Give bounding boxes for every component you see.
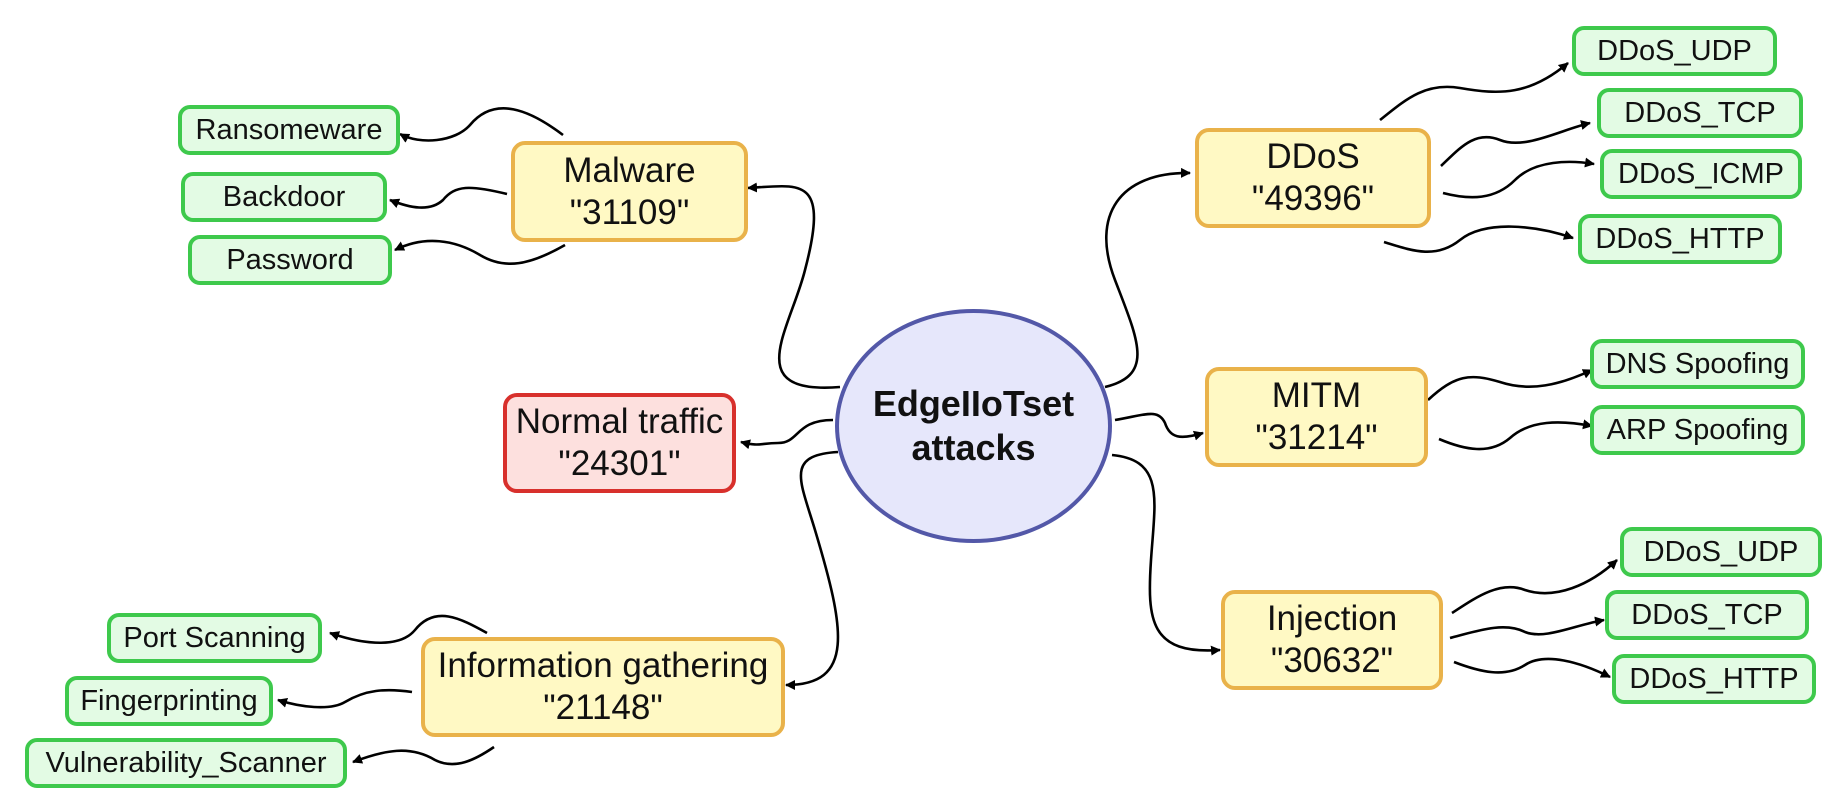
leaf-label: DDoS_ICMP bbox=[1618, 158, 1784, 190]
edge-injection-tcp bbox=[1449, 616, 1605, 640]
leaf-password: Password bbox=[188, 235, 392, 285]
leaf-ddos-tcp: DDoS_TCP bbox=[1597, 88, 1803, 138]
edge-malware-ransomeware bbox=[399, 107, 564, 143]
edge-ddos-udp bbox=[1379, 62, 1569, 122]
edge-mitm-arp bbox=[1438, 419, 1593, 451]
edge-malware-backdoor bbox=[389, 186, 508, 209]
edge-center-malware bbox=[747, 182, 841, 389]
category-malware: Malware "31109" bbox=[511, 141, 748, 242]
leaf-label: Port Scanning bbox=[123, 622, 306, 654]
category-ddos: DDoS "49396" bbox=[1195, 128, 1431, 228]
category-ddos-label: DDoS bbox=[1266, 137, 1360, 176]
edge-info-portscanning bbox=[329, 614, 488, 645]
edge-info-vulnscanner bbox=[352, 745, 495, 766]
normal-traffic-count: "24301" bbox=[558, 444, 681, 483]
leaf-ddos-udp: DDoS_UDP bbox=[1572, 26, 1777, 76]
leaf-label: DDoS_TCP bbox=[1624, 97, 1776, 129]
leaf-arp-spoofing: ARP Spoofing bbox=[1590, 405, 1805, 455]
leaf-label: Vulnerability_Scanner bbox=[45, 747, 327, 779]
leaf-label: ARP Spoofing bbox=[1606, 414, 1789, 446]
leaf-label: DNS Spoofing bbox=[1605, 348, 1790, 380]
normal-traffic-label: Normal traffic bbox=[515, 402, 724, 441]
edge-center-info bbox=[785, 450, 840, 690]
category-mitm-label: MITM bbox=[1271, 376, 1362, 415]
center-title-line1: EdgeIIoTset bbox=[872, 383, 1075, 424]
edge-ddos-tcp bbox=[1440, 120, 1591, 167]
category-information-gathering: Information gathering "21148" bbox=[421, 637, 785, 737]
edge-mitm-dns bbox=[1427, 368, 1593, 401]
edge-ddos-icmp bbox=[1442, 157, 1595, 199]
leaf-dns-spoofing: DNS Spoofing bbox=[1590, 339, 1805, 389]
edge-injection-http bbox=[1453, 657, 1611, 679]
leaf-port-scanning: Port Scanning bbox=[107, 613, 322, 663]
category-mitm-count: "31214" bbox=[1255, 418, 1378, 457]
leaf-injection-ddos-udp: DDoS_UDP bbox=[1620, 527, 1822, 577]
leaf-label: DDoS_UDP bbox=[1597, 35, 1752, 67]
edge-malware-password bbox=[394, 239, 566, 266]
leaf-ddos-http: DDoS_HTTP bbox=[1578, 214, 1782, 264]
center-node: EdgeIIoTset attacks bbox=[835, 309, 1112, 543]
category-injection: Injection "30632" bbox=[1221, 590, 1443, 690]
category-info-count: "21148" bbox=[543, 688, 663, 727]
category-malware-count: "31109" bbox=[569, 192, 690, 232]
edge-center-mitm bbox=[1114, 412, 1204, 441]
category-mitm: MITM "31214" bbox=[1205, 367, 1428, 467]
leaf-fingerprinting: Fingerprinting bbox=[65, 676, 273, 726]
edge-center-ddos bbox=[1104, 167, 1191, 389]
center-title-line2: attacks bbox=[911, 427, 1036, 468]
leaf-label: DDoS_HTTP bbox=[1595, 223, 1765, 255]
edge-info-fingerprinting bbox=[277, 688, 413, 709]
leaf-vulnerability-scanner: Vulnerability_Scanner bbox=[25, 738, 347, 788]
leaf-injection-ddos-tcp: DDoS_TCP bbox=[1605, 590, 1809, 640]
leaf-label: Password bbox=[226, 244, 354, 276]
leaf-ddos-icmp: DDoS_ICMP bbox=[1600, 149, 1802, 199]
leaf-label: Backdoor bbox=[222, 181, 346, 213]
edge-ddos-http bbox=[1383, 225, 1574, 253]
leaf-backdoor: Backdoor bbox=[181, 172, 387, 222]
leaf-label: DDoS_HTTP bbox=[1629, 663, 1799, 695]
leaf-label: Ransomeware bbox=[195, 114, 383, 146]
leaf-injection-ddos-http: DDoS_HTTP bbox=[1612, 654, 1816, 704]
category-malware-label: Malware bbox=[563, 150, 696, 190]
category-injection-label: Injection bbox=[1266, 599, 1398, 638]
category-injection-count: "30632" bbox=[1270, 641, 1394, 680]
leaf-label: DDoS_TCP bbox=[1631, 599, 1783, 631]
edge-center-injection bbox=[1111, 453, 1221, 656]
leaf-label: Fingerprinting bbox=[80, 685, 258, 717]
leaf-label: DDoS_UDP bbox=[1643, 536, 1799, 568]
category-ddos-count: "49396" bbox=[1251, 179, 1375, 218]
edge-center-normal bbox=[740, 418, 834, 450]
leaf-ransomeware: Ransomeware bbox=[178, 105, 400, 155]
normal-traffic-node: Normal traffic "24301" bbox=[503, 393, 736, 493]
category-info-label: Information gathering bbox=[437, 646, 769, 685]
edge-injection-udp bbox=[1451, 559, 1618, 615]
